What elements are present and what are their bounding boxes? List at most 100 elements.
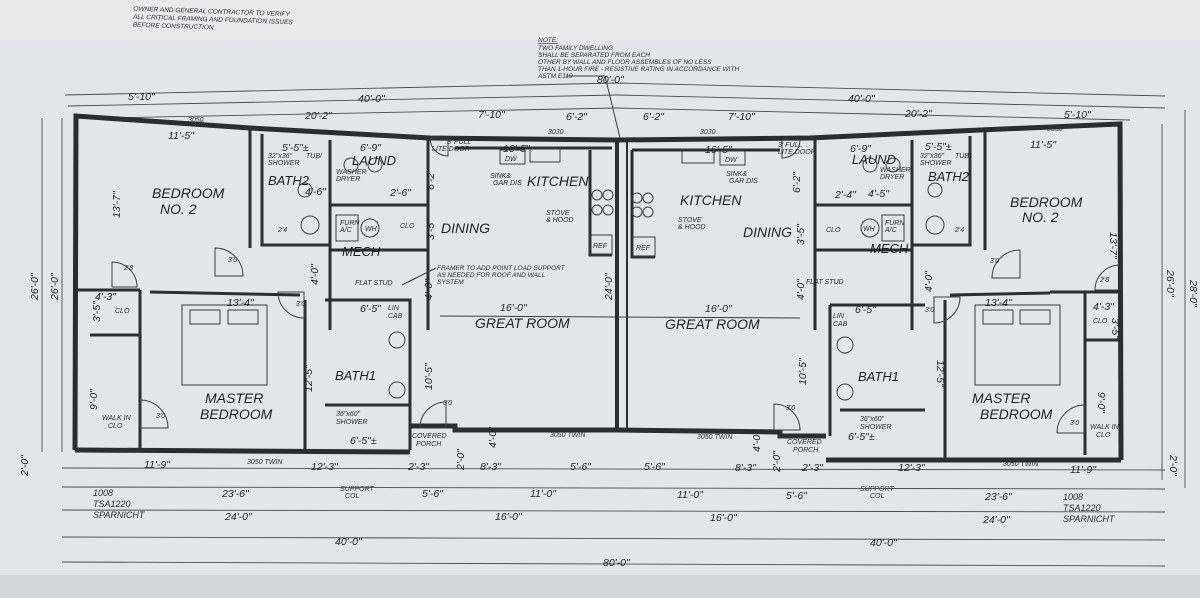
left-unit-bottom-wall — [74, 447, 411, 455]
left-half-top-dim-line — [67, 94, 618, 107]
left-burner-1 — [591, 189, 603, 201]
left-washer-label-2: DRYER — [336, 176, 360, 183]
right-kitchen-label: KITCHEN — [680, 192, 742, 208]
left-burner-2 — [602, 189, 614, 201]
left-clo-door-swing — [111, 261, 138, 288]
right-lin-label-1: LIN — [833, 313, 845, 320]
dim-left-12-3: 12'-3" — [311, 461, 339, 473]
dim-left-5-10: 5'-10" — [128, 91, 156, 103]
right-mech-clo-label: CLO — [826, 227, 841, 234]
right-title-line-2: TSA1220 — [1063, 503, 1101, 513]
left-porch-wall — [410, 423, 617, 433]
left-full-lite-label-1: 3' FULL — [447, 139, 471, 146]
left-shower-label-2: SHOWER — [268, 160, 300, 167]
dim-right-2-3: 2'-3" — [801, 462, 824, 474]
dim-right-2-0-porch: 2'-0" — [771, 450, 783, 473]
left-bed2-door-swing — [214, 247, 244, 277]
framer-note-line-2: AS NEEDED FOR ROOF AND WALL — [436, 272, 546, 279]
dim-right-23-6: 23'-6" — [984, 491, 1013, 503]
right-bath1-toilet — [836, 383, 854, 401]
left-bath2-walls — [260, 134, 330, 247]
dim-right-3-5-v: 3'-5" — [795, 223, 807, 245]
right-bed2-south-wall-b — [949, 291, 1051, 297]
right-master-pillow-2 — [1019, 309, 1051, 325]
right-sub-dim-line — [616, 107, 1131, 121]
right-furn-label-1: FURN — [885, 220, 905, 227]
left-full-lite-door — [429, 137, 449, 157]
left-walkin-label-1: WALK IN — [102, 415, 132, 422]
right-shower-label-1: 32"x36" — [920, 153, 945, 160]
bottom-row-1-line — [61, 467, 1166, 471]
fire-note-line-2: SHALL BE SEPARATED FROM EACH — [538, 52, 650, 59]
left-stove-label-2: & HOOD — [546, 217, 574, 224]
dim-left-4-0-mech: 4'-0" — [309, 263, 321, 285]
left-dryer — [367, 157, 383, 173]
right-full-lite-label-2: LITE DOOR — [778, 149, 816, 156]
left-porch-label-2: PORCH — [416, 441, 442, 448]
dim-right-8-3: 8'-3" — [735, 462, 757, 474]
right-stove-label-1: STOVE — [678, 217, 702, 224]
dim-right-6-2: 6'-2" — [643, 111, 665, 123]
left-great-room-label: GREAT ROOM — [475, 315, 570, 331]
right-door-3-0-d: 3'0 — [786, 405, 795, 412]
right-porch-wall — [616, 427, 826, 439]
left-washer — [343, 157, 359, 173]
right-washer-label-1: WASHER — [880, 167, 911, 174]
dim-right-10-5: 10'-5" — [797, 357, 809, 385]
left-tub-label: TUB/ — [306, 153, 323, 160]
right-bath2-label: BATH2 — [928, 169, 970, 184]
overall-top-dim: 80'-0" — [597, 74, 625, 86]
right-ref-label: REF — [636, 245, 651, 252]
dim-left-13-7: 13'-7" — [111, 190, 123, 218]
dim-left-20-2: 20'-2" — [304, 110, 333, 122]
dim-left-2-0-porch: 2'-0" — [455, 448, 467, 471]
left-bath1-toilet — [388, 381, 406, 399]
left-unit-top-wall — [72, 113, 618, 451]
left-burner-4 — [602, 204, 614, 216]
fire-note-heading: NOTE: — [538, 37, 558, 44]
dim-left-4-0-porch: 4'-0" — [487, 426, 499, 448]
left-bedroom2-label-2: NO. 2 — [160, 201, 197, 217]
fire-separation-note: NOTE: TWO FAMILY DWELLING SHALL BE SEPAR… — [537, 37, 739, 139]
left-porch-label-1: COVERED — [412, 433, 447, 440]
right-dining-label: DINING — [743, 224, 792, 240]
left-title-line-2: TSA1220 — [93, 499, 131, 509]
right-full-lite-label-1: 3' FULL — [778, 142, 802, 149]
dim-right-11-9: 11'-9" — [1070, 464, 1097, 476]
right-half-top-dim-line — [616, 94, 1166, 109]
dim-left-24-0: 24'-0" — [603, 272, 615, 301]
right-bath2-toilet — [925, 215, 945, 235]
right-dryer — [885, 157, 901, 173]
right-master-door-swing — [933, 296, 961, 324]
dim-left-24-0-b: 24'-0" — [224, 511, 253, 523]
dim-left-3-5: 3'-5" — [91, 300, 103, 322]
right-walkin-label-1: WALK IN — [1090, 424, 1120, 431]
dim-right-24-0-b: 24'-0" — [982, 514, 1011, 526]
left-furn-label-2: A/C — [339, 227, 353, 234]
left-dishwasher — [499, 149, 526, 165]
dim-left-12-5: 12'-5" — [303, 364, 315, 392]
right-bath1-sink — [836, 336, 854, 354]
framer-note-line-1: FRAMER TO ADD POINT LOAD SUPPORT — [437, 265, 566, 272]
dim-right-6-2-v: 6'-2" — [791, 171, 803, 193]
great-room-reference-line — [439, 315, 801, 319]
right-burner-3 — [631, 206, 643, 218]
bottom-row-4-line — [61, 536, 1166, 541]
dim-right-5-6-a: 5'-6" — [644, 461, 666, 473]
overall-top-dim-line — [64, 82, 1166, 97]
right-flat-stud-label: FLAT STUD — [806, 279, 844, 286]
left-master-bed — [181, 304, 268, 386]
left-porch-door-swing — [419, 401, 447, 429]
left-title-line-3: SPARNICHT — [93, 510, 146, 520]
right-master-pillow-1 — [982, 309, 1014, 325]
right-washer — [862, 157, 878, 173]
left-master-label-2: BEDROOM — [200, 406, 273, 422]
left-water-heater — [360, 218, 380, 238]
dim-right-4-3: 4'-3" — [1093, 301, 1115, 313]
left-title-block: 1008 TSA1220 SPARNICHT — [93, 488, 146, 520]
dim-right-2-0: 2'-0" — [1167, 454, 1179, 477]
framer-note: FRAMER TO ADD POINT LOAD SUPPORT AS NEED… — [401, 265, 566, 286]
window-3030-right: 3030 — [700, 129, 716, 136]
left-washer-label-1: WASHER — [336, 169, 367, 176]
right-door-2-8: 2'8 — [1099, 277, 1109, 284]
